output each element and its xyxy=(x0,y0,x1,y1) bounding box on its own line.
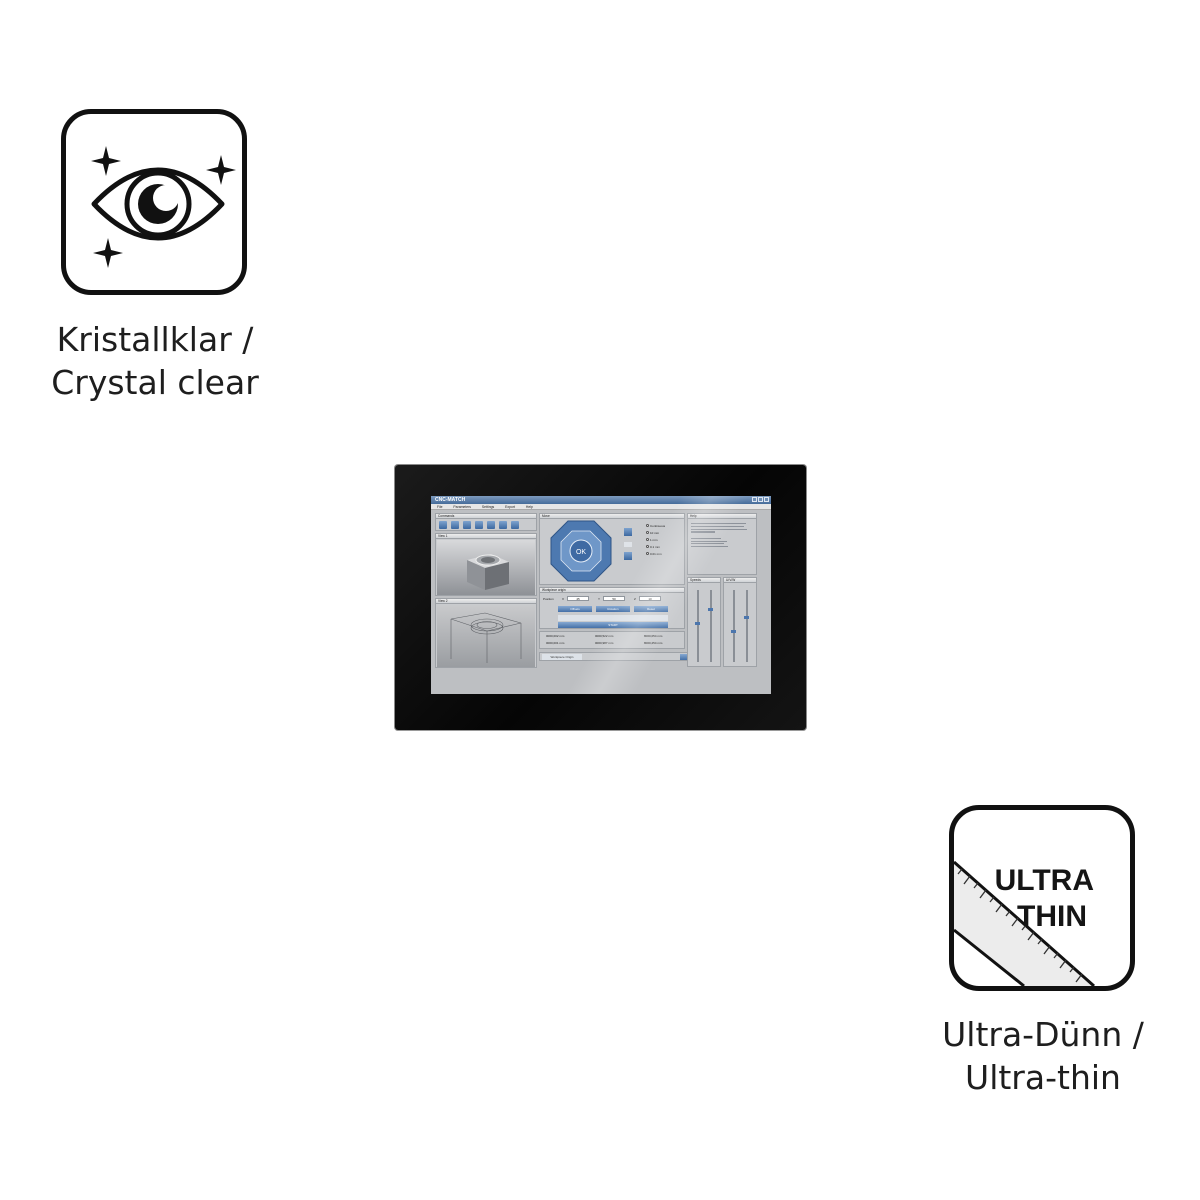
z-down-button xyxy=(624,552,632,560)
radio-0.1mm: 0.1 mm xyxy=(646,545,660,549)
radio-10mm: 10 mm xyxy=(646,531,659,535)
uvw-knob-1 xyxy=(731,630,736,633)
workpiece-panel: Workpiece origin Position X 45 Y 50 Z 10… xyxy=(539,587,685,629)
view1-render xyxy=(437,540,535,595)
step-row xyxy=(558,615,668,621)
readout: 0000,002 mm xyxy=(546,634,565,638)
readout: 0000,987 mm xyxy=(595,641,614,645)
panel-title: U/V/W xyxy=(724,578,756,583)
cmd-button xyxy=(475,521,483,529)
readout: 8000,254 mm xyxy=(644,641,663,645)
panel-title: Speeds xyxy=(688,578,720,583)
radio-0.01mm: 0.01 mm xyxy=(646,552,662,556)
radio-continuous: Continuous xyxy=(646,524,665,528)
help-panel: Help xyxy=(687,513,757,575)
caption-line-de: Kristallklar / xyxy=(56,320,254,359)
panel-title: View 2 xyxy=(436,599,536,604)
move-panel: Move OK Continuous 10 mm 1 mm 0.1 mm 0.0… xyxy=(539,513,685,585)
pos-y-field: 50 xyxy=(603,596,625,601)
z-up-button xyxy=(624,528,632,536)
rotation-button: Rotation xyxy=(596,606,630,612)
cmd-button xyxy=(499,521,507,529)
touch-panel-monitor: CNC-MATCH File Parameters Settings Expor… xyxy=(395,465,806,730)
speed-knob-2 xyxy=(708,608,713,611)
offsets-button: Offsets xyxy=(558,606,592,612)
axis-z: Z xyxy=(634,597,636,601)
radio-1mm: 1 mm xyxy=(646,538,658,542)
readout-panel: 0000,002 mm 0000,522 mm 8000,054 mm 0000… xyxy=(539,631,685,649)
z-step-field xyxy=(624,542,632,547)
commands-panel: Commands xyxy=(435,513,537,531)
axis-x: X xyxy=(562,597,565,601)
panel-title: Commands xyxy=(436,514,536,519)
position-label: Position xyxy=(543,597,554,601)
window-title-bar: CNC-MATCH xyxy=(431,496,771,504)
panel-title: View 1 xyxy=(436,534,536,539)
eye-sparkle-icon xyxy=(91,146,236,268)
menu-file: File xyxy=(437,505,443,509)
menu-bar: File Parameters Settings Export Help xyxy=(431,504,771,510)
start-button: START xyxy=(558,622,668,628)
caption-line-de: Ultra-Dünn / xyxy=(942,1015,1144,1054)
view2-panel: View 2 xyxy=(435,598,537,668)
pos-z-field: 10 xyxy=(639,596,661,601)
jog-octagon: OK xyxy=(550,520,612,582)
cmd-button xyxy=(439,521,447,529)
menu-parameters: Parameters xyxy=(453,505,471,509)
uvw-slider-1 xyxy=(733,590,735,662)
panel-title: Move xyxy=(540,514,684,519)
readout: 0000,001 mm xyxy=(546,641,565,645)
uvw-panel: U/V/W xyxy=(723,577,757,667)
workpiece-origin-label: Workpiece Origin xyxy=(542,654,582,660)
ultra-thin-caption: Ultra-Dünn / Ultra-thin xyxy=(900,1013,1186,1099)
cmd-button xyxy=(451,521,459,529)
ultra-thin-badge: ULTRA THIN xyxy=(949,805,1135,991)
wireframe-model xyxy=(450,612,522,663)
pos-x-field: 45 xyxy=(567,596,589,601)
caption-line-en: Ultra-thin xyxy=(965,1058,1121,1097)
speeds-panel: Speeds xyxy=(687,577,721,667)
menu-export: Export xyxy=(505,505,515,509)
monitor-screen: CNC-MATCH File Parameters Settings Expor… xyxy=(431,496,771,694)
cmd-button xyxy=(487,521,495,529)
view2-wireframe xyxy=(437,605,535,667)
speed-slider-1 xyxy=(697,590,699,662)
cmd-button xyxy=(463,521,471,529)
help-text-lines xyxy=(691,523,751,549)
view1-panel: View 1 xyxy=(435,533,537,596)
uvw-knob-2 xyxy=(744,616,749,619)
window-controls xyxy=(751,497,769,505)
ok-label: OK xyxy=(576,549,586,556)
window-title: CNC-MATCH xyxy=(435,497,466,503)
readout: 8000,054 mm xyxy=(644,634,663,638)
panel-title: Workpiece origin xyxy=(540,588,684,593)
readout: 0000,522 mm xyxy=(595,634,614,638)
menu-settings: Settings xyxy=(481,505,495,509)
ultra-text: ULTRA xyxy=(994,864,1094,897)
axis-y: Y xyxy=(598,597,601,601)
uvw-slider-2 xyxy=(746,590,748,662)
speed-slider-2 xyxy=(710,590,712,662)
panel-title: Help xyxy=(688,514,756,519)
caption-line-en: Crystal clear xyxy=(51,363,259,402)
crystal-clear-caption: Kristallklar / Crystal clear xyxy=(0,318,310,404)
ultra-thin-icon xyxy=(954,860,1095,986)
cube-model xyxy=(467,554,509,590)
cmd-button xyxy=(511,521,519,529)
crystal-clear-badge xyxy=(61,109,247,295)
menu-help: Help xyxy=(525,505,533,509)
reset-button: Reset xyxy=(634,606,668,612)
thin-text: THIN xyxy=(1017,900,1087,933)
speed-knob-1 xyxy=(695,622,700,625)
